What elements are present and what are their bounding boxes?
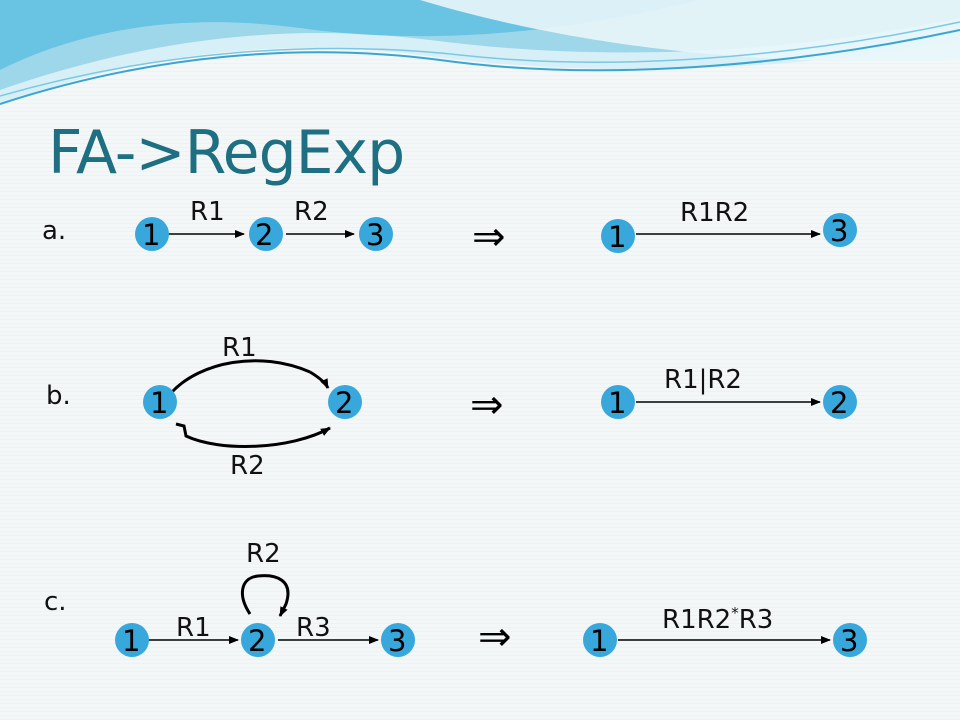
node-a-3: 3	[359, 217, 393, 252]
svg-text:3: 3	[388, 624, 406, 658]
edge-label-a-right: R1R2	[680, 198, 749, 228]
svg-text:1: 1	[122, 624, 140, 658]
implies-arrow-b: ⇒	[470, 382, 504, 428]
svg-text:2: 2	[255, 218, 273, 252]
svg-text:1: 1	[608, 220, 626, 254]
row-label-a: a.	[42, 216, 67, 246]
node-c-2: 2	[241, 623, 275, 658]
edge-b-upper	[309, 370, 330, 389]
implies-arrow-c: ⇒	[478, 614, 512, 660]
node-c-1: 1	[115, 623, 149, 658]
node-a-right-1: 1	[601, 219, 635, 254]
node-a-right-3: 3	[823, 213, 857, 248]
svg-text:2: 2	[335, 386, 353, 420]
svg-text:3: 3	[830, 214, 848, 248]
node-a-1: 1	[135, 217, 169, 252]
node-b-1: 1	[143, 385, 177, 420]
node-b-right-1: 1	[601, 385, 635, 420]
svg-text:2: 2	[830, 386, 848, 420]
node-c-3: 3	[381, 623, 415, 658]
node-c-right-1: 1	[583, 623, 617, 658]
node-b-2: 2	[328, 385, 362, 420]
implies-arrow-a: ⇒	[472, 214, 506, 260]
svg-text:1: 1	[150, 386, 168, 420]
svg-text:2: 2	[248, 624, 266, 658]
edge-label-c-r1: R1	[176, 613, 211, 643]
row-label-c: c.	[44, 587, 67, 617]
svg-text:3: 3	[840, 624, 858, 658]
edge-label-c-r2: R2	[246, 539, 281, 569]
svg-text:3: 3	[366, 218, 384, 252]
header-wave-decoration	[0, 0, 960, 105]
edge-label-b-right: R1|R2	[664, 365, 742, 395]
edge-label-c-r3: R3	[296, 613, 331, 643]
edge-c-self-loop	[241, 574, 290, 617]
node-a-2: 2	[249, 217, 283, 252]
edge-label-a-r1: R1	[190, 197, 225, 227]
svg-text:1: 1	[590, 624, 608, 658]
row-label-b: b.	[46, 381, 71, 411]
slide-title: FA->RegExp	[48, 118, 405, 188]
svg-text:1: 1	[608, 386, 626, 420]
edge-b-lower	[175, 422, 331, 448]
edge-label-a-r2: R2	[294, 197, 329, 227]
edge-label-b-r2: R2	[230, 451, 265, 481]
svg-text:1: 1	[142, 218, 160, 252]
edge-label-c-right: R1R2*R3	[662, 604, 773, 635]
node-c-right-3: 3	[833, 623, 867, 658]
edge-label-b-r1: R1	[222, 333, 257, 363]
node-b-right-2: 2	[823, 385, 857, 420]
